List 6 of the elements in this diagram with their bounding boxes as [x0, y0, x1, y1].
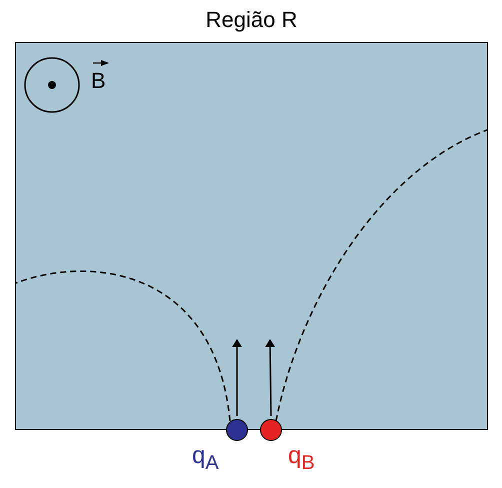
field-label: B	[91, 68, 106, 94]
region-title: Região R	[206, 7, 298, 33]
charge-label: q$_{B}$	[288, 442, 315, 475]
charge-label: q$_{A}$	[192, 442, 219, 475]
trajectory-line	[275, 129, 488, 422]
trajectory-line	[16, 270, 231, 422]
